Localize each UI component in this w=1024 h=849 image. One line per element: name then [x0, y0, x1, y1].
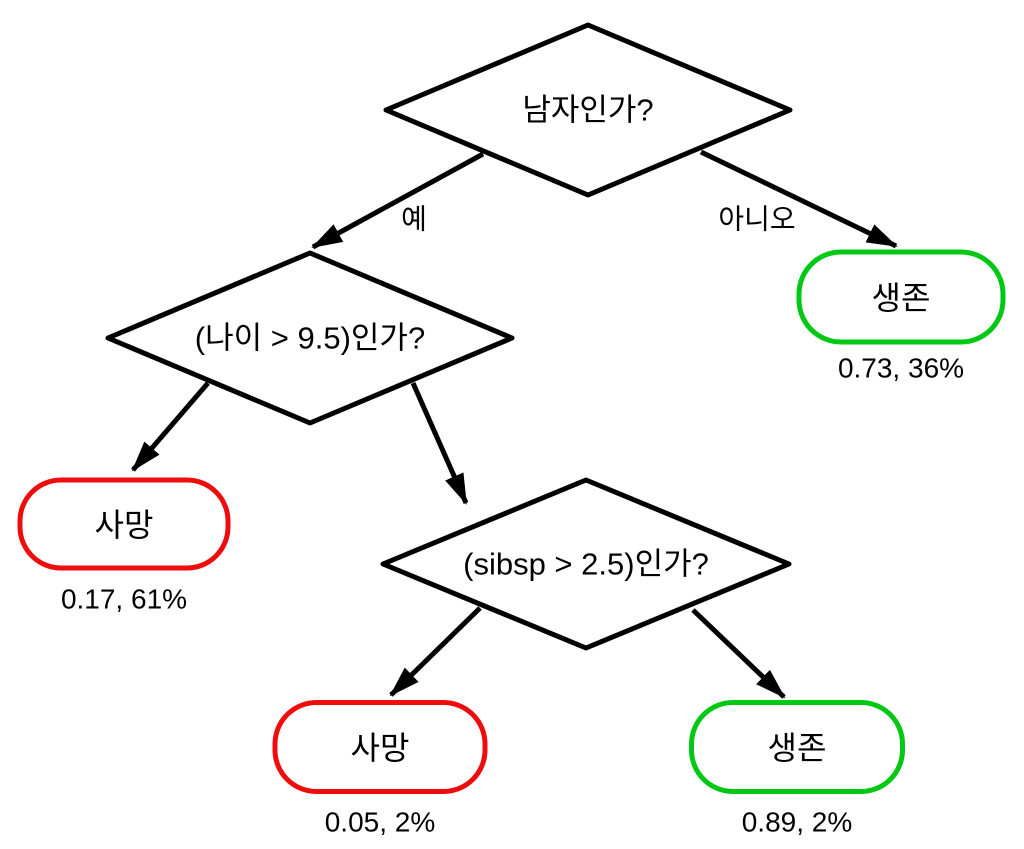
decision-diamond — [105, 250, 515, 426]
edge-sibsp-right — [691, 608, 786, 699]
decision-node-root: 남자인가? — [383, 22, 793, 198]
leaf-node-survived-1: 생존 0.73, 36% — [796, 249, 1006, 384]
edge-line — [131, 381, 210, 472]
leaf-node-died-2: 사망 0.05, 2% — [272, 700, 488, 838]
edge-line — [691, 608, 786, 699]
leaf-node-label: 생존 — [872, 280, 931, 316]
edge-line — [311, 151, 485, 250]
edge-root-no: 아니오 — [699, 149, 898, 249]
leaf-node-died-1: 사망 0.17, 61% — [17, 477, 231, 615]
leaf-node-caption: 0.89, 2% — [742, 807, 853, 838]
edge-sibsp-left — [389, 606, 482, 697]
leaf-node-survived-2: 생존 0.89, 2% — [689, 700, 905, 838]
edge-root-yes: 예 — [311, 151, 485, 250]
decision-node-label: (sibsp > 2.5)인가? — [463, 547, 709, 582]
edge-age-left — [131, 381, 210, 472]
leaf-node-label: 생존 — [768, 730, 827, 766]
edge-label: 아니오 — [718, 204, 795, 235]
leaf-pill — [17, 477, 231, 571]
decision-node-label: (나이 > 9.5)인가? — [195, 321, 425, 356]
leaf-node-caption: 0.73, 36% — [838, 353, 964, 384]
decision-diamond — [380, 477, 792, 651]
leaf-node-label: 사망 — [95, 507, 154, 543]
leaf-pill — [272, 700, 488, 794]
decision-diamond — [383, 22, 793, 198]
edge-label: 예 — [401, 204, 427, 235]
leaf-node-label: 사망 — [351, 730, 410, 766]
edge-age-right — [410, 381, 469, 505]
leaf-node-caption: 0.05, 2% — [325, 807, 436, 838]
edge-line — [699, 149, 898, 249]
leaf-pill — [689, 700, 905, 794]
decision-node-age: (나이 > 9.5)인가? — [105, 250, 515, 426]
edge-line — [389, 606, 482, 697]
leaf-pill — [796, 249, 1006, 345]
edge-line — [410, 381, 469, 505]
leaf-node-caption: 0.17, 61% — [61, 584, 187, 615]
decision-node-label: 남자인가? — [522, 93, 653, 128]
decision-node-sibsp: (sibsp > 2.5)인가? — [380, 477, 792, 651]
